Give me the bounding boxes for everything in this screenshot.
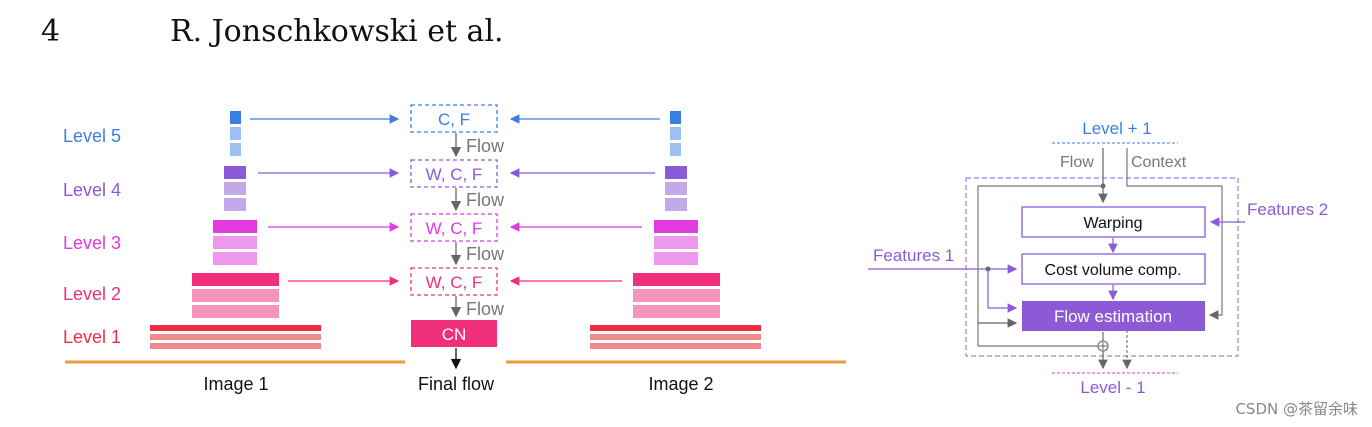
level-4-box: W, C, F — [426, 165, 483, 184]
cost-volume-block: Cost volume comp. — [1045, 262, 1182, 279]
flow-label-4: Flow — [466, 190, 505, 210]
level-3-box: W, C, F — [426, 219, 483, 238]
level-5-label: Level 5 — [63, 126, 121, 146]
features-2-label: Features 2 — [1247, 200, 1328, 219]
cn-box: CN — [442, 325, 467, 344]
level-plus-label: Level + 1 — [1082, 119, 1151, 138]
image2-label: Image 2 — [648, 374, 713, 394]
level-module-diagram: Level + 1 Flow Context Warping Features … — [868, 119, 1328, 397]
flow-estimation-block: Flow estimation — [1054, 307, 1172, 326]
level-3-label: Level 3 — [63, 233, 121, 253]
level-minus-label: Level - 1 — [1080, 378, 1145, 397]
image2-pyramid — [590, 111, 761, 349]
flow-label-3: Flow — [466, 244, 505, 264]
running-head-authors: R. Jonschkowski et al. — [170, 14, 504, 49]
level-5-box: C, F — [438, 110, 470, 129]
warping-block: Warping — [1084, 215, 1143, 232]
pyramid-figure: Level 5 Level 4 Level 3 Level 2 Level 1 — [63, 104, 846, 394]
image1-pyramid — [150, 111, 321, 349]
flow-label-5: Flow — [466, 136, 505, 156]
watermark-text: CSDN @茶留余味 — [1235, 400, 1358, 418]
level-1-label: Level 1 — [63, 327, 121, 347]
level-2-label: Level 2 — [63, 284, 121, 304]
features-1-label: Features 1 — [873, 246, 954, 265]
flow-input-label: Flow — [1060, 154, 1094, 171]
flow-label-2: Flow — [466, 299, 505, 319]
page-header: 4 R. Jonschkowski et al. — [0, 14, 1372, 64]
page-number: 4 — [41, 14, 61, 49]
image1-label: Image 1 — [203, 374, 268, 394]
final-flow-label: Final flow — [418, 374, 495, 394]
context-input-label: Context — [1131, 154, 1187, 171]
level-4-label: Level 4 — [63, 180, 121, 200]
level-2-box: W, C, F — [426, 273, 483, 292]
